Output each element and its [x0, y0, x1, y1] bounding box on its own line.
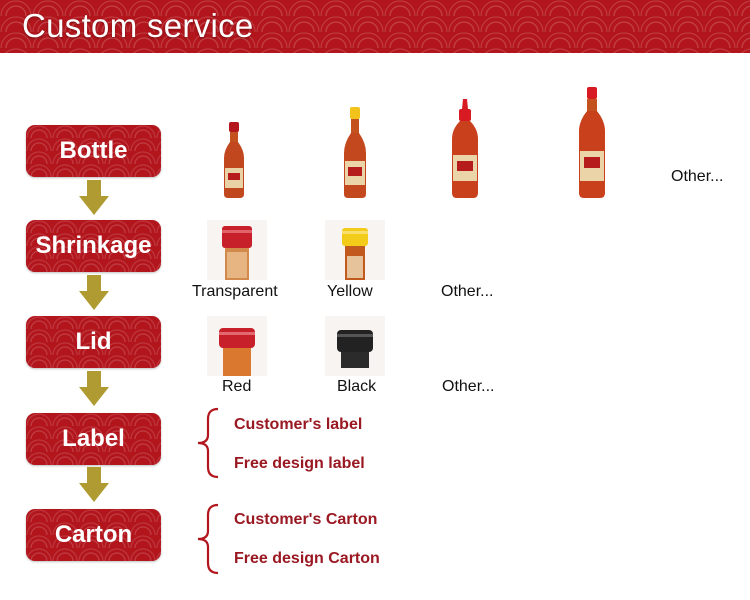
large-bottle-image: [579, 87, 605, 198]
label-option-free-design: Free design label: [234, 455, 365, 472]
yellow-shrink-image: [325, 220, 385, 280]
black-lid-image: [325, 316, 385, 376]
header-banner: Custom service: [0, 0, 750, 53]
brace-icon: [197, 503, 219, 575]
carton-option-customer: Customer's Carton: [234, 511, 378, 528]
shrink-option-yellow: Yellow: [327, 283, 373, 300]
down-arrow-icon: [79, 467, 109, 502]
page-title: Custom service: [22, 7, 254, 44]
step-label: Label: [26, 413, 161, 465]
red-lid-image: [207, 316, 267, 376]
lid-option-black: Black: [337, 378, 377, 395]
bottle-other-label: Other...: [671, 168, 724, 185]
brace-icon: [197, 407, 219, 479]
shrink-option-transparent: Transparent: [192, 283, 278, 300]
step-shrinkage: Shrinkage: [26, 220, 161, 272]
transparent-shrink-image: [207, 220, 267, 280]
step-carton: Carton: [26, 509, 161, 561]
down-arrow-icon: [79, 371, 109, 406]
down-arrow-icon: [79, 180, 109, 215]
step-lid: Lid: [26, 316, 161, 368]
down-arrow-icon: [79, 275, 109, 310]
small-bottle-image: [224, 122, 244, 198]
carton-option-free-design: Free design Carton: [234, 550, 380, 567]
label-option-customer: Customer's label: [234, 416, 363, 433]
squeeze-bottle-image: [452, 99, 478, 198]
lid-option-red: Red: [222, 378, 252, 395]
step-bottle: Bottle: [26, 125, 161, 177]
tall-bottle-yellow-cap-image: [344, 107, 366, 198]
shrinkage-other-label: Other...: [441, 283, 494, 300]
lid-other-label: Other...: [442, 378, 495, 395]
